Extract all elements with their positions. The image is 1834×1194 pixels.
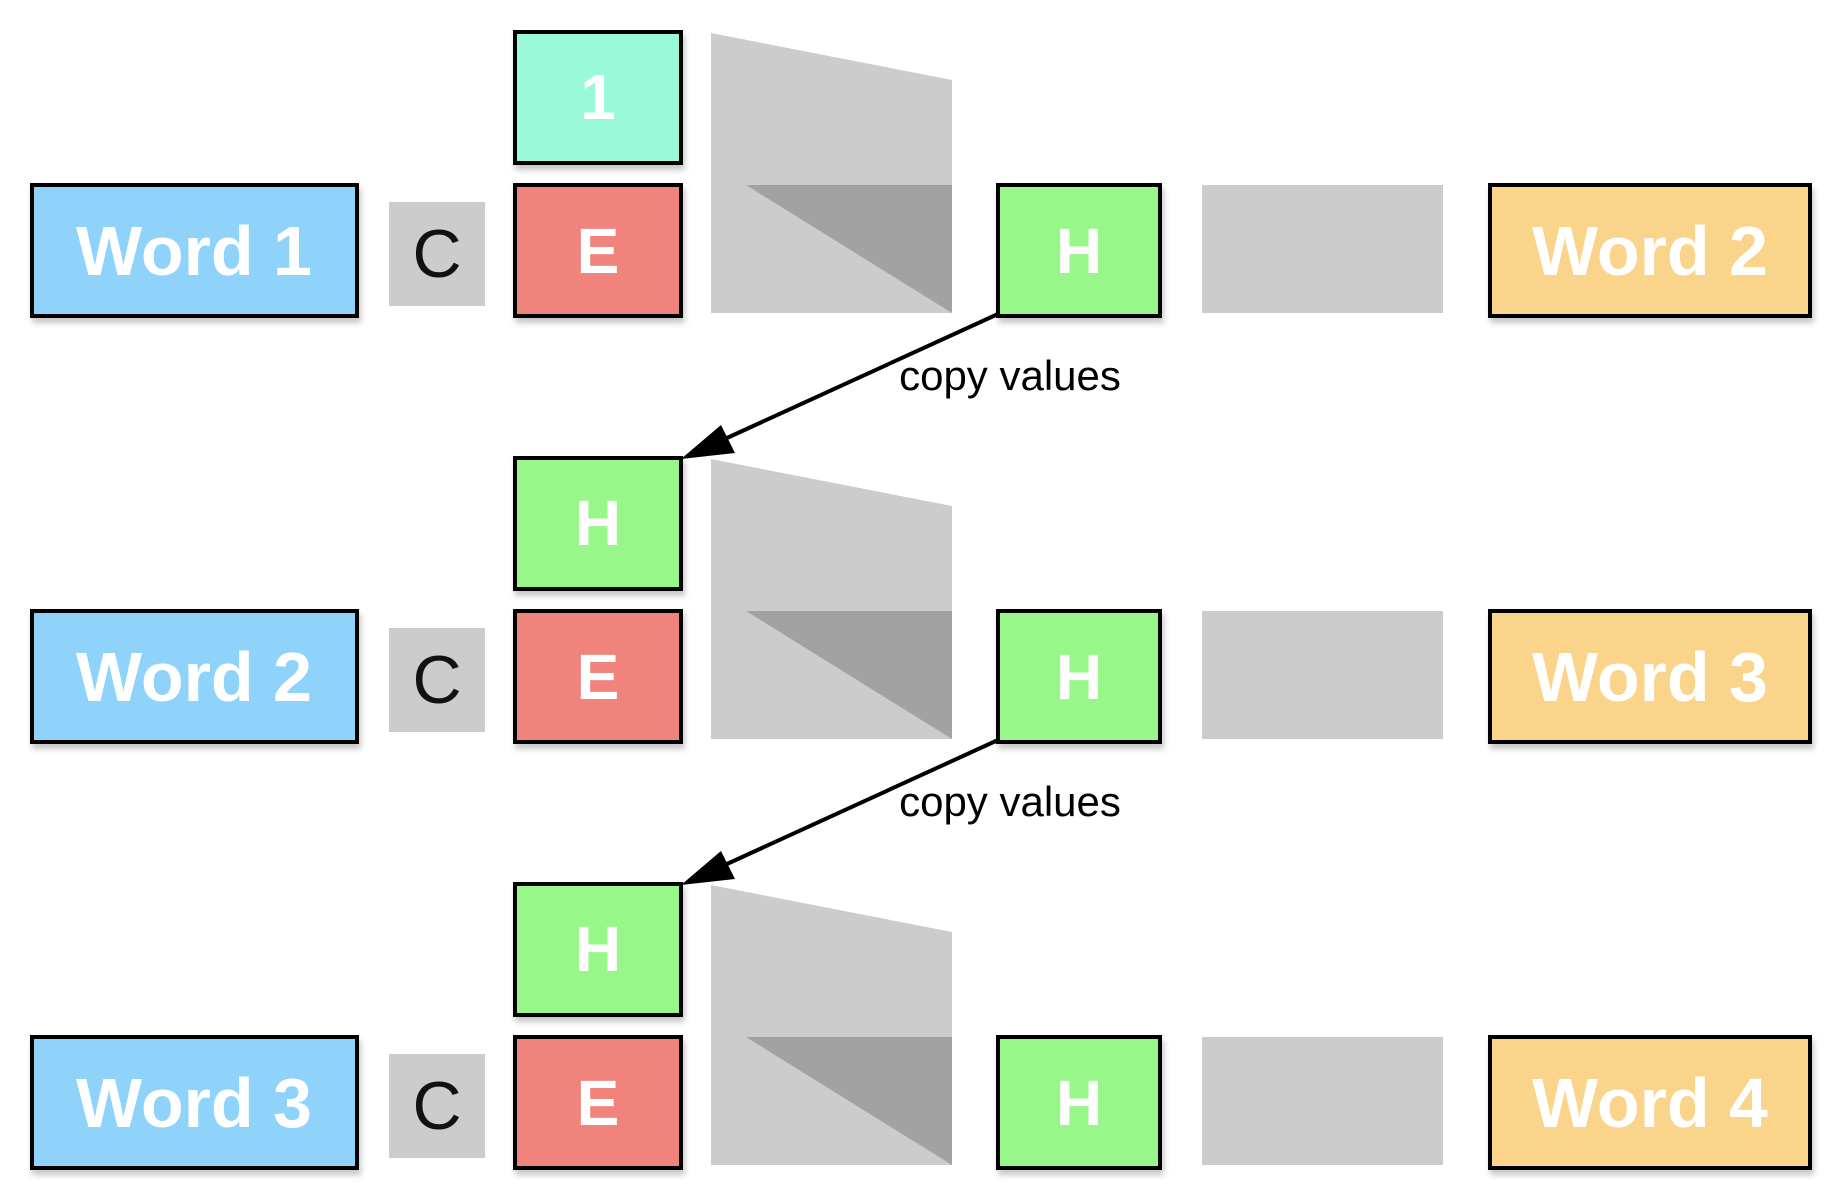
context-label: C bbox=[412, 1068, 461, 1144]
row-3: Word 3 C H E H Word 4 bbox=[30, 882, 1812, 1170]
embedding-box bbox=[513, 1035, 683, 1170]
copy-values-arrow-2: copy values bbox=[681, 738, 1121, 885]
input-word-box bbox=[30, 1035, 359, 1170]
connector-top-trapezoid bbox=[711, 33, 952, 185]
context-label: C bbox=[412, 642, 461, 718]
copy-values-arrow-1: copy values bbox=[681, 312, 1121, 459]
connector-to-output bbox=[1202, 1037, 1443, 1165]
embedding-label: E bbox=[577, 215, 620, 287]
output-word-label: Word 4 bbox=[1532, 1064, 1768, 1142]
output-word-label: Word 3 bbox=[1532, 638, 1768, 716]
embedding-label: E bbox=[577, 1067, 620, 1139]
output-word-label: Word 2 bbox=[1532, 212, 1768, 290]
prev-hidden-label: H bbox=[575, 487, 621, 559]
input-word-label: Word 2 bbox=[76, 638, 312, 716]
arrow-label: copy values bbox=[899, 352, 1121, 399]
hidden-box bbox=[996, 1035, 1162, 1170]
prev-hidden-box bbox=[513, 882, 683, 1017]
prev-hidden-label: H bbox=[575, 913, 621, 985]
context-box bbox=[389, 1054, 485, 1158]
connector-overlap-triangle bbox=[746, 1037, 952, 1165]
input-word-label: Word 1 bbox=[76, 212, 312, 290]
hidden-label: H bbox=[1056, 1067, 1102, 1139]
output-word-box bbox=[1488, 609, 1812, 744]
embedding-label: E bbox=[577, 641, 620, 713]
hidden-label: H bbox=[1056, 215, 1102, 287]
context-label: C bbox=[412, 216, 461, 292]
hidden-box bbox=[996, 183, 1162, 318]
hidden-box bbox=[996, 609, 1162, 744]
arrowhead-icon bbox=[681, 851, 735, 885]
connector-to-output bbox=[1202, 185, 1443, 313]
row-2: Word 2 C H E H Word 3 bbox=[30, 456, 1812, 744]
connector-top-trapezoid bbox=[711, 459, 952, 611]
embedding-box bbox=[513, 609, 683, 744]
output-word-box bbox=[1488, 183, 1812, 318]
embedding-box bbox=[513, 183, 683, 318]
output-word-box bbox=[1488, 1035, 1812, 1170]
prev-hidden-box bbox=[513, 456, 683, 591]
arrow-label: copy values bbox=[899, 778, 1121, 825]
context-box bbox=[389, 628, 485, 732]
connector-to-output bbox=[1202, 611, 1443, 739]
input-word-label: Word 3 bbox=[76, 1064, 312, 1142]
input-word-box bbox=[30, 609, 359, 744]
arrow-line bbox=[715, 312, 999, 445]
arrowhead-icon bbox=[681, 425, 735, 459]
bias-cell-label: 1 bbox=[580, 61, 616, 133]
arrow-line bbox=[715, 738, 999, 871]
bias-cell-box bbox=[513, 30, 683, 165]
row-1: Word 1 C 1 E H Word 2 bbox=[30, 30, 1812, 318]
context-box bbox=[389, 202, 485, 306]
input-word-box bbox=[30, 183, 359, 318]
connector-overlap-triangle bbox=[746, 185, 952, 313]
connector-top-trapezoid bbox=[711, 885, 952, 1037]
connector-overlap-triangle bbox=[746, 611, 952, 739]
hidden-label: H bbox=[1056, 641, 1102, 713]
